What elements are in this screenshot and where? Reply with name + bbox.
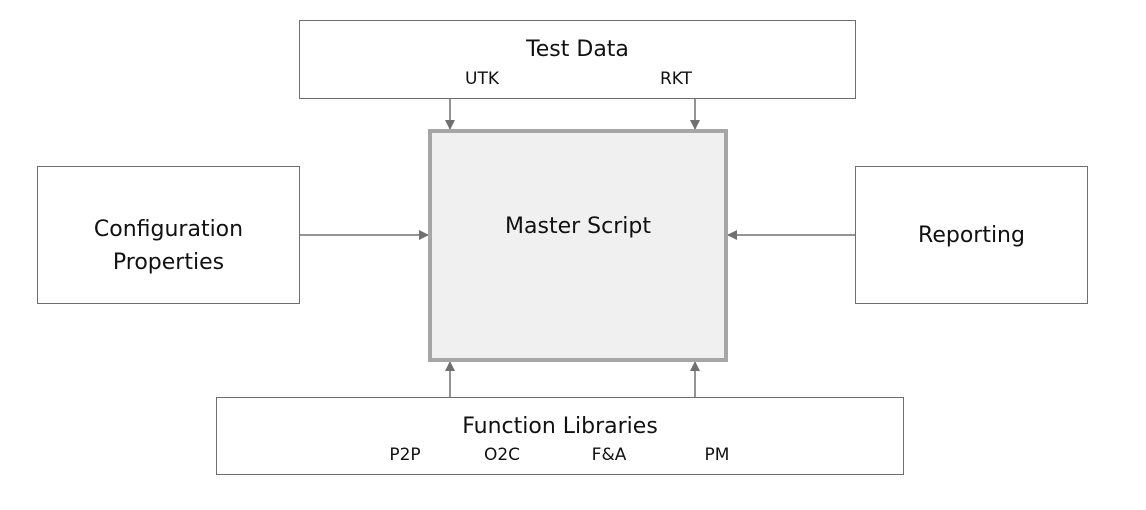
test-data-title: Test Data	[526, 37, 629, 62]
master-script-title: Master Script	[505, 214, 651, 239]
reporting-title: Reporting	[918, 223, 1025, 248]
configuration-title-line2: Properties	[112, 250, 225, 275]
configuration-properties-box: Configuration Properties	[37, 166, 300, 304]
function-libraries-title: Function Libraries	[462, 414, 658, 439]
test-data-box: Test Data UTK RKT	[299, 20, 856, 99]
master-script-box: Master Script	[428, 129, 728, 362]
configuration-title-line1: Configuration	[93, 217, 244, 242]
function-library-item-fa: F&A	[591, 445, 627, 465]
function-library-item-pm: PM	[704, 445, 730, 465]
function-libraries-box: Function Libraries P2P O2C F&A PM	[216, 397, 904, 475]
function-library-item-p2p: P2P	[389, 445, 421, 465]
test-data-item-rkt: RKT	[659, 69, 693, 89]
function-library-item-o2c: O2C	[483, 445, 521, 465]
test-data-item-utk: UTK	[465, 69, 499, 89]
configuration-properties-title: Configuration Properties	[38, 213, 299, 279]
reporting-box: Reporting	[855, 166, 1088, 304]
